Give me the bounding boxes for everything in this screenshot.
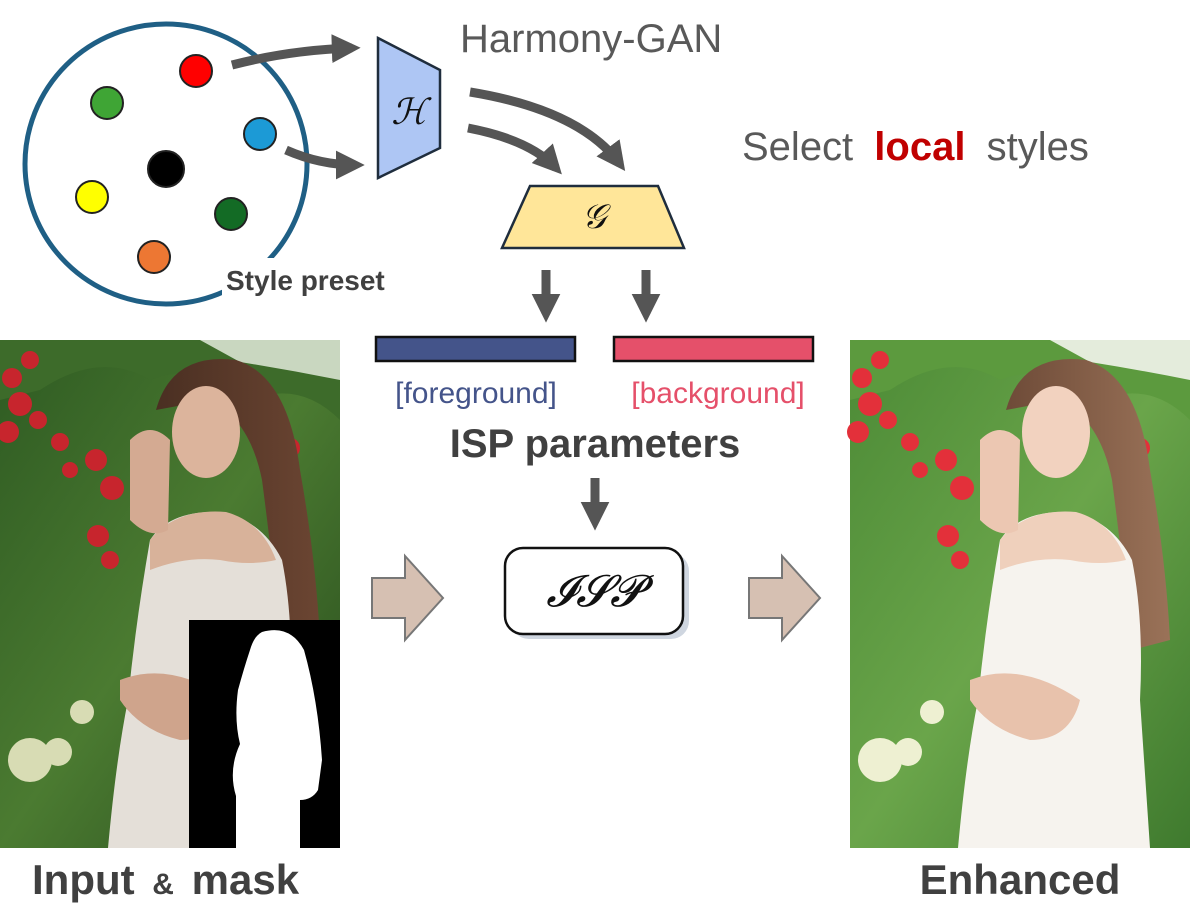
select-highlight: local	[874, 125, 965, 169]
black-dot	[147, 150, 185, 188]
arrow-h-to-g-outer	[469, 87, 626, 171]
g-symbol: 𝒢	[582, 197, 611, 237]
enhanced-hand	[980, 430, 1020, 534]
select-suffix: styles	[987, 125, 1089, 169]
isp-parameters-label: ISP parameters	[450, 422, 741, 466]
yellow-dot	[75, 180, 109, 214]
background-bar	[612, 335, 815, 363]
input-hand	[130, 430, 170, 534]
background-label: [background]	[631, 377, 804, 410]
enhanced-apples	[847, 351, 1150, 569]
style-preset-label-bg	[222, 258, 426, 302]
select-prefix: Select	[742, 125, 853, 169]
enhanced-body	[958, 511, 1150, 848]
input-caption-b: mask	[192, 856, 300, 903]
h-module-shape	[376, 35, 442, 180]
isp-module: 𝓘𝓢𝓟	[503, 546, 689, 639]
style-preset-ring	[22, 21, 310, 307]
isp-module-box	[503, 546, 685, 636]
enhanced-caption: Enhanced	[920, 856, 1121, 903]
enhanced-arm	[970, 673, 1080, 740]
block-arrow-isp-to-output	[748, 553, 822, 643]
h-symbol: ℋ	[391, 92, 432, 133]
style-preset-group: Style preset	[22, 21, 426, 307]
input-caption-a: Input	[32, 856, 135, 903]
green-dot	[90, 86, 124, 120]
input-caption-amp: &	[152, 868, 174, 901]
enhanced-photo	[847, 340, 1190, 848]
g-module-shape	[500, 184, 686, 250]
mask-silhouette	[232, 630, 322, 848]
input-photo	[0, 340, 340, 848]
foreground-label: [foreground]	[395, 377, 557, 410]
input-caption: Input & mask	[32, 856, 300, 903]
arrow-preset-to-h-bottom	[284, 145, 365, 180]
foreground-bar	[374, 335, 577, 363]
enhanced-hydrangea	[858, 700, 944, 782]
block-arrow-input-to-isp	[371, 553, 445, 643]
dark-green-dot	[214, 197, 248, 231]
input-face	[172, 386, 240, 478]
select-local-styles: Select local styles	[742, 125, 1089, 169]
isp-symbol: 𝓘𝓢𝓟	[546, 566, 654, 617]
g-module: 𝒢	[500, 184, 686, 250]
harmony-gan-title: Harmony-GAN	[460, 17, 722, 61]
arrow-h-to-g-inner	[467, 123, 562, 175]
red-dot	[179, 54, 213, 88]
input-hydrangea	[8, 700, 94, 782]
enhanced-shoulder-skin	[1000, 511, 1126, 570]
blue-dot	[243, 117, 277, 151]
input-sky-patch	[200, 340, 340, 380]
style-preset-label: Style preset	[226, 265, 385, 296]
orange-dot	[137, 240, 171, 274]
enhanced-face	[1022, 386, 1090, 478]
input-shoulder-skin	[150, 511, 276, 570]
enhanced-sky-patch	[1050, 340, 1190, 380]
h-module: ℋ	[376, 35, 442, 180]
arrow-preset-to-h-top	[230, 34, 361, 70]
